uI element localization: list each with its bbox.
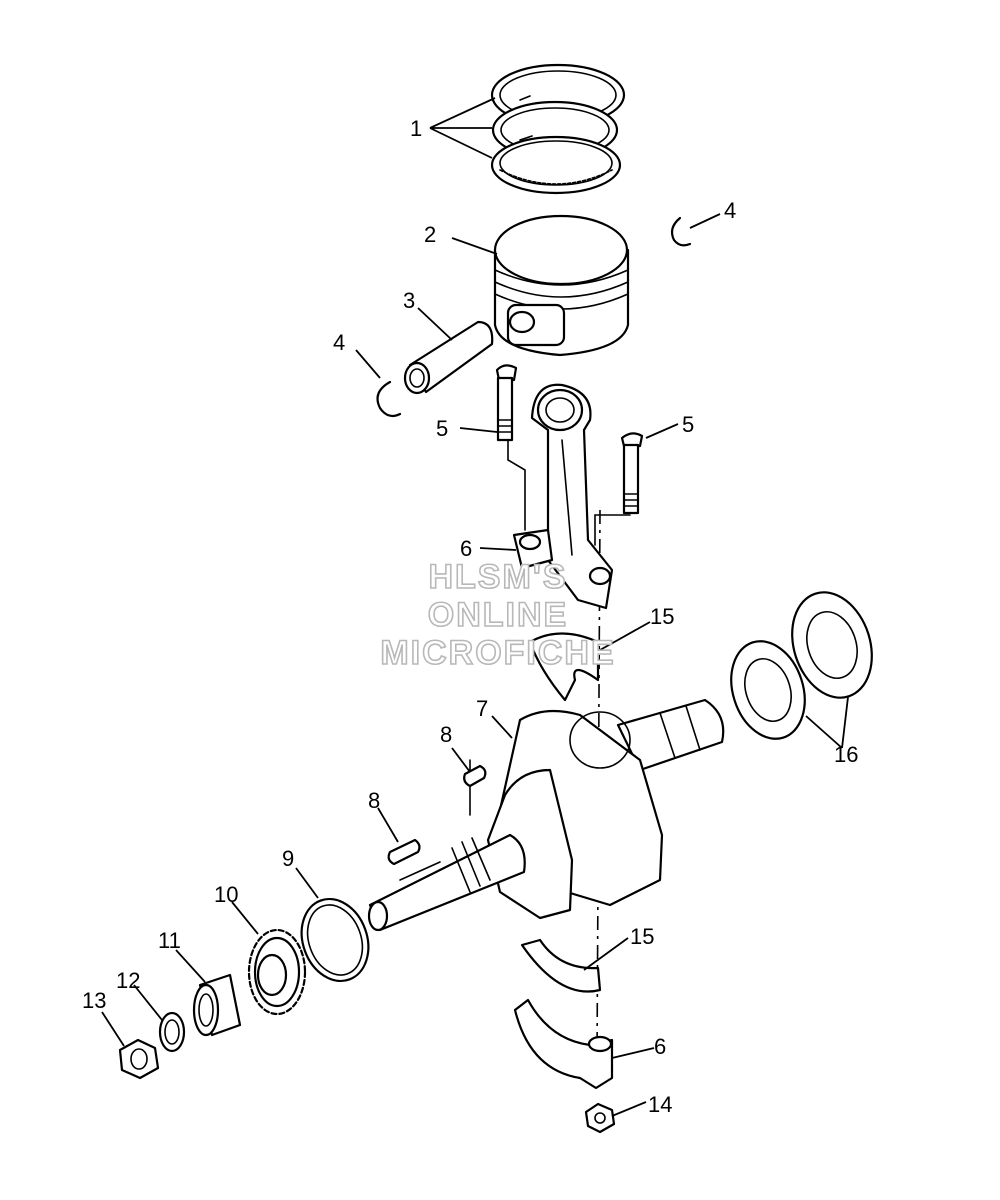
rod-bearing-lower xyxy=(520,938,602,993)
callout-6-lower: 6 xyxy=(654,1034,666,1059)
callout-11: 11 xyxy=(158,928,181,953)
callout-14: 14 xyxy=(648,1092,672,1117)
watermark-line-2: ONLINE xyxy=(428,596,568,634)
circlips xyxy=(376,216,692,418)
callout-13: 13 xyxy=(82,988,106,1013)
callout-12: 12 xyxy=(116,968,140,993)
timing-sprocket xyxy=(247,928,307,1016)
callout-8-upper: 8 xyxy=(440,722,452,747)
callout-2: 2 xyxy=(424,222,436,247)
flywheel-nut xyxy=(118,1038,160,1080)
rod-cap-lower xyxy=(513,998,614,1090)
crankshaft xyxy=(367,698,725,932)
collar xyxy=(192,973,242,1037)
callout-7: 7 xyxy=(476,696,488,721)
leader-lines xyxy=(101,97,849,1117)
connecting-rod-bolts xyxy=(495,364,644,515)
callout-labels: 1 2 3 4 4 5 5 6 6 7 8 8 9 10 11 12 13 14… xyxy=(82,116,858,1117)
callout-16: 16 xyxy=(834,742,858,767)
callout-9: 9 xyxy=(282,846,294,871)
o-ring xyxy=(300,897,370,983)
lock-washer xyxy=(158,1011,186,1053)
callout-1: 1 xyxy=(410,116,422,141)
rod-nut xyxy=(584,1102,616,1134)
rod-cap-upper xyxy=(512,528,554,570)
callout-8-lower: 8 xyxy=(368,788,380,813)
callout-6-upper: 6 xyxy=(460,536,472,561)
callout-5-left: 5 xyxy=(436,416,448,441)
callout-3: 3 xyxy=(403,288,415,313)
piston xyxy=(493,214,630,357)
rod-bearing-upper xyxy=(528,632,600,702)
piston-pin xyxy=(403,320,494,395)
callout-4-right: 4 xyxy=(724,198,736,223)
watermark-line-3: MICROFICHE xyxy=(380,634,615,672)
piston-rings xyxy=(490,63,626,195)
watermark: HLSM'S ONLINE MICROFICHE xyxy=(380,557,615,673)
callout-10: 10 xyxy=(214,882,238,907)
callout-15-lower: 15 xyxy=(630,924,654,949)
woodruff-keys xyxy=(387,764,487,866)
callout-15-upper: 15 xyxy=(650,604,674,629)
watermark-line-1: HLSM'S xyxy=(428,558,567,596)
callout-4-left: 4 xyxy=(333,330,345,355)
main-bearings xyxy=(730,591,873,740)
callout-5-right: 5 xyxy=(682,412,694,437)
